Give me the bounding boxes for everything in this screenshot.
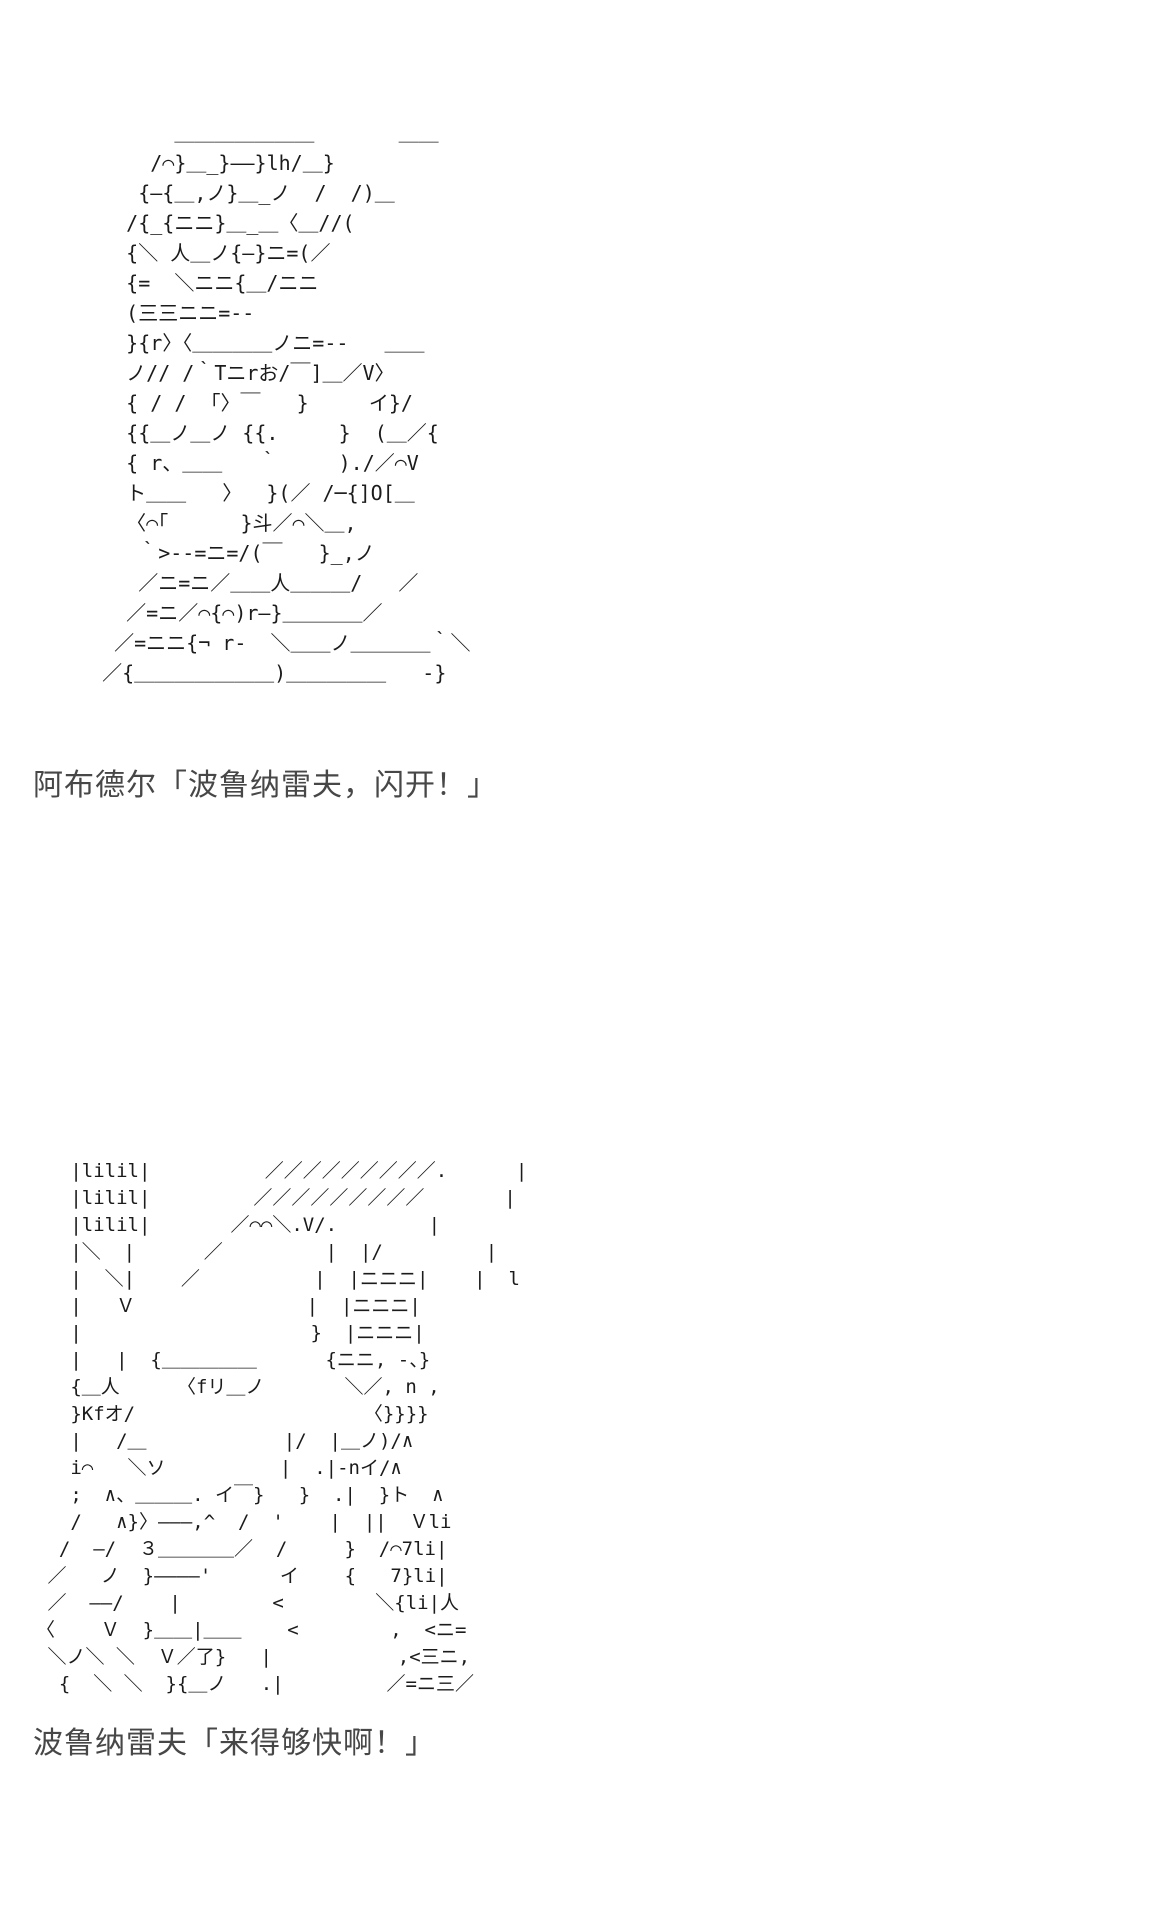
ascii-art-panel-abdul: ＿＿＿＿＿＿＿ ＿＿ /⌒}＿_}——}lh/＿} {—{＿,ノ}＿_ノ / /… bbox=[102, 121, 471, 685]
ascii-art-panel-polnareff: |lilil| ／／／／／／／／／. | |lilil| ／／／／／／／／／ |… bbox=[36, 1160, 528, 1695]
dialogue-caption-polnareff: 波鲁纳雷夫「来得够快啊！」 bbox=[33, 1726, 436, 1761]
dialogue-caption-abdul: 阿布德尔「波鲁纳雷夫，闪开！」 bbox=[33, 768, 498, 803]
